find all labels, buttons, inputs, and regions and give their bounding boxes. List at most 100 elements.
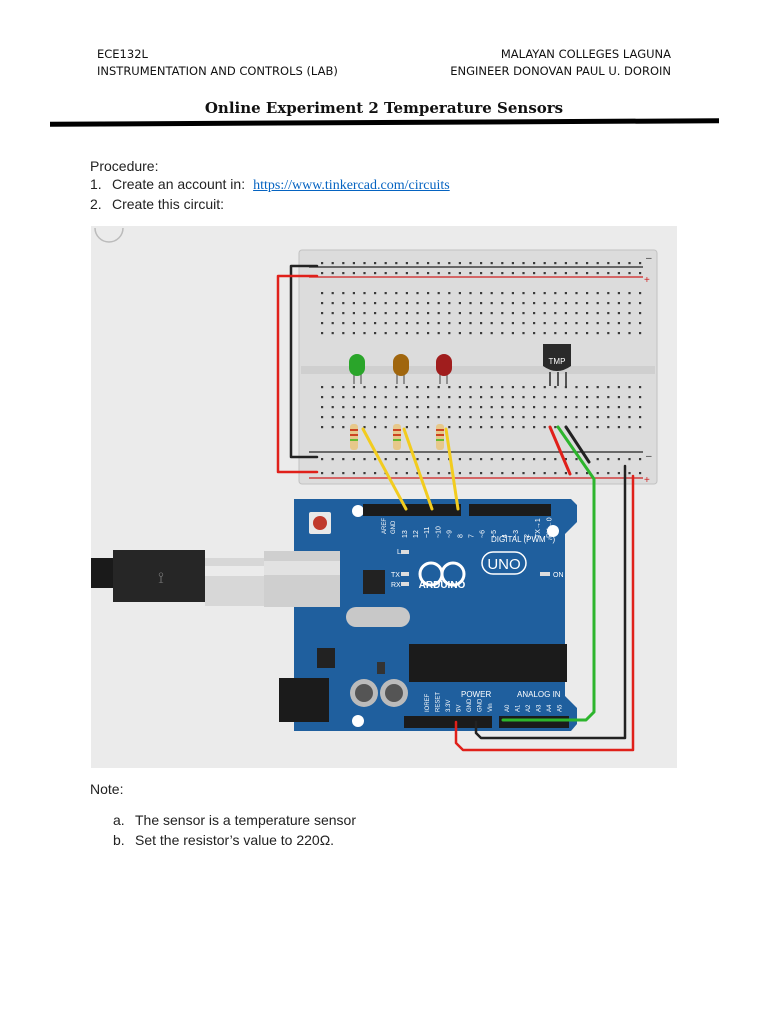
- breadboard-hole: [469, 396, 472, 399]
- breadboard-hole: [469, 458, 472, 461]
- breadboard-hole: [416, 458, 419, 461]
- breadboard-hole: [628, 302, 631, 305]
- breadboard-hole: [480, 406, 483, 409]
- pin-label: 3.3V: [446, 700, 452, 712]
- resistor: [393, 424, 401, 450]
- breadboard-hole: [331, 386, 334, 389]
- breadboard-hole: [374, 406, 377, 409]
- breadboard-hole: [522, 416, 525, 419]
- breadboard-hole: [416, 386, 419, 389]
- breadboard-hole: [416, 292, 419, 295]
- breadboard-hole: [352, 312, 355, 315]
- breadboard-hole: [564, 386, 567, 389]
- pin-label: 2: [524, 534, 531, 538]
- breadboard-hole: [395, 302, 398, 305]
- breadboard-hole: [628, 416, 631, 419]
- breadboard-hole: [480, 272, 483, 275]
- breadboard-hole: [607, 322, 610, 325]
- breadboard-hole: [490, 386, 493, 389]
- breadboard-hole: [480, 302, 483, 305]
- rx-label: RX: [391, 582, 401, 589]
- breadboard-hole: [564, 262, 567, 265]
- breadboard-hole: [458, 292, 461, 295]
- breadboard-hole: [469, 386, 472, 389]
- breadboard-hole: [617, 292, 620, 295]
- breadboard-hole: [522, 272, 525, 275]
- breadboard-hole: [607, 312, 610, 315]
- breadboard-hole: [607, 406, 610, 409]
- breadboard-hole: [342, 472, 345, 475]
- breadboard-hole: [490, 426, 493, 429]
- breadboard-hole: [448, 312, 451, 315]
- breadboard-hole: [596, 262, 599, 265]
- breadboard-hole: [469, 416, 472, 419]
- breadboard-hole: [564, 302, 567, 305]
- breadboard-hole: [533, 406, 536, 409]
- breadboard-hole: [458, 386, 461, 389]
- breadboard-hole: [628, 332, 631, 335]
- gnd-label: GND: [391, 520, 397, 534]
- breadboard-hole: [427, 472, 430, 475]
- breadboard-hole: [564, 292, 567, 295]
- breadboard-hole: [321, 292, 324, 295]
- breadboard-hole: [607, 426, 610, 429]
- breadboard-hole: [427, 426, 430, 429]
- breadboard-hole: [448, 396, 451, 399]
- breadboard-hole: [405, 458, 408, 461]
- breadboard-hole: [427, 458, 430, 461]
- breadboard-hole: [522, 472, 525, 475]
- breadboard-hole: [363, 386, 366, 389]
- breadboard-hole: [639, 426, 642, 429]
- breadboard-hole: [374, 416, 377, 419]
- breadboard-hole: [586, 386, 589, 389]
- breadboard-hole: [490, 292, 493, 295]
- breadboard-hole: [543, 472, 546, 475]
- breadboard-hole: [543, 332, 546, 335]
- breadboard-hole: [321, 322, 324, 325]
- note-letter: a.: [113, 812, 125, 828]
- breadboard-hole: [395, 332, 398, 335]
- breadboard-hole: [596, 386, 599, 389]
- breadboard-hole: [533, 472, 536, 475]
- breadboard-hole: [405, 386, 408, 389]
- pin-label: RX←0: [546, 517, 553, 538]
- breadboard-hole: [607, 262, 610, 265]
- breadboard-hole: [448, 302, 451, 305]
- breadboard-hole: [575, 396, 578, 399]
- breadboard-hole: [586, 302, 589, 305]
- breadboard-hole: [395, 272, 398, 275]
- breadboard-hole: [628, 396, 631, 399]
- breadboard-hole: [342, 262, 345, 265]
- breadboard-hole: [352, 332, 355, 335]
- breadboard-hole: [501, 406, 504, 409]
- breadboard-hole: [384, 332, 387, 335]
- breadboard-hole: [416, 416, 419, 419]
- breadboard-hole: [543, 302, 546, 305]
- pin-label: ~9: [446, 530, 453, 538]
- breadboard-hole: [342, 292, 345, 295]
- breadboard-hole: [469, 322, 472, 325]
- breadboard-hole: [511, 322, 514, 325]
- breadboard-hole: [342, 416, 345, 419]
- breadboard-hole: [596, 332, 599, 335]
- breadboard-hole: [522, 406, 525, 409]
- tinkercad-link[interactable]: https://www.tinkercad.com/circuits: [253, 178, 450, 193]
- breadboard-hole: [501, 332, 504, 335]
- breadboard-hole: [458, 416, 461, 419]
- breadboard-hole: [596, 406, 599, 409]
- breadboard-hole: [405, 262, 408, 265]
- svg-text:–: –: [646, 451, 652, 462]
- breadboard-hole: [543, 396, 546, 399]
- breadboard-hole: [511, 292, 514, 295]
- breadboard-hole: [522, 292, 525, 295]
- pin-label: 12: [413, 530, 420, 538]
- breadboard-hole: [522, 262, 525, 265]
- breadboard-hole: [543, 426, 546, 429]
- breadboard-hole: [639, 386, 642, 389]
- breadboard-hole: [469, 406, 472, 409]
- breadboard-hole: [405, 426, 408, 429]
- breadboard-hole: [639, 302, 642, 305]
- breadboard-hole: [617, 386, 620, 389]
- resistor: [436, 424, 444, 450]
